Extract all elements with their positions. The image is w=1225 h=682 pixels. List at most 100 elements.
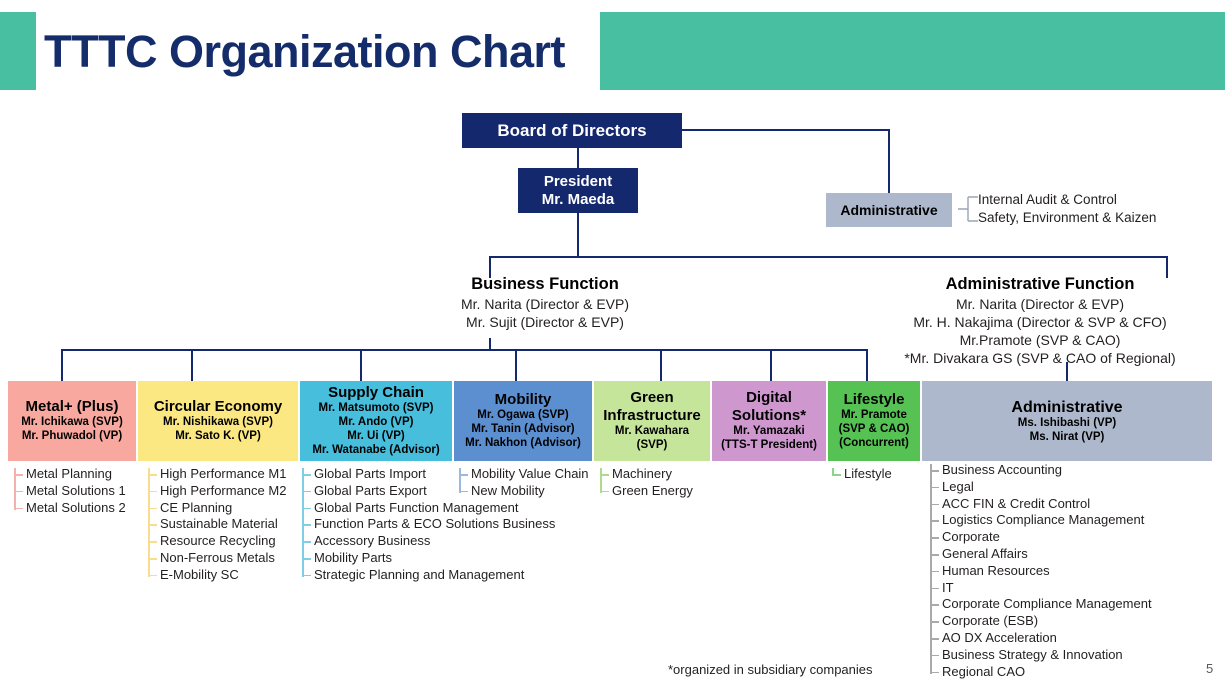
page-title: TTTC Organization Chart [44, 26, 566, 77]
list-item[interactable]: Metal Solutions 2 [14, 500, 126, 517]
list-item[interactable]: Resource Recycling [148, 533, 286, 550]
box-board-of-directors[interactable]: Board of Directors [462, 113, 682, 148]
list-item: Internal Audit & Control [978, 192, 1117, 207]
list-item[interactable]: Global Parts Export [302, 483, 555, 500]
list-item[interactable]: Mobility Parts [302, 550, 555, 567]
department-person: Mr. Nakhon (Advisor) [465, 436, 581, 449]
administrative-staff-sublist: Internal Audit & Control Safety, Environ… [978, 191, 1156, 227]
connector-admin-function-drop [1166, 256, 1168, 278]
list-item[interactable]: Machinery [600, 466, 693, 483]
administrative-function-person: *Mr. Divakara GS (SVP & CAO of Regional) [904, 349, 1176, 366]
list-item[interactable]: Metal Solutions 1 [14, 483, 126, 500]
department-name: Mobility [494, 391, 552, 409]
connector-board-to-admin [682, 129, 890, 131]
bus-drop-3 [360, 349, 362, 381]
list-item[interactable]: Metal Planning [14, 466, 126, 483]
bus-drop-1 [61, 349, 63, 381]
department-bus-bar [61, 349, 866, 351]
sublist-spine [930, 464, 932, 674]
business-function-person: Mr. Narita (Director & EVP) [460, 296, 630, 313]
list-item[interactable]: Corporate Compliance Management [930, 596, 1152, 613]
department-name: Lifestyle [843, 391, 905, 409]
list-item[interactable]: Green Energy [600, 483, 693, 500]
department-box-digital-solutions[interactable]: Digital Solutions*Mr. Yamazaki(TTS-T Pre… [712, 381, 826, 461]
sublist-spine [832, 468, 834, 476]
header-band-right [600, 12, 1225, 90]
department-person: (SVP & CAO) [838, 423, 910, 436]
administrative-function-person: Mr. Narita (Director & EVP) [955, 296, 1125, 313]
administrative-function-person: Mr.Pramote (SVP & CAO) [959, 331, 1121, 348]
department-box-metal-plus[interactable]: Metal+ (Plus)Mr. Ichikawa (SVP)Mr. Phuwa… [8, 381, 136, 461]
business-function-heading: Business Function Mr. Narita (Director &… [350, 274, 740, 332]
connector-admin-drop [888, 129, 890, 193]
connector-business-function-drop [489, 256, 491, 278]
sublist-spine [14, 468, 16, 510]
list-item[interactable]: AO DX Acceleration [930, 630, 1152, 647]
department-person: Mr. Sato K. (VP) [175, 430, 261, 442]
president-title: President [543, 173, 613, 191]
bus-drop-2 [191, 349, 193, 381]
list-item[interactable]: IT [930, 580, 1152, 597]
department-person: Mr. Nishikawa (SVP) [163, 416, 273, 429]
sublist-spine [302, 468, 304, 577]
department-name: Digital Solutions* [731, 389, 807, 425]
list-item[interactable]: CE Planning [148, 500, 286, 517]
list-item[interactable]: Global Parts Function Management [302, 500, 555, 517]
department-sublist: Lifestyle [832, 466, 892, 483]
list-item[interactable]: Corporate (ESB) [930, 613, 1152, 630]
list-item[interactable]: General Affairs [930, 546, 1152, 563]
bus-drop-6 [770, 349, 772, 381]
bus-drop-7 [866, 349, 868, 381]
list-item[interactable]: Non-Ferrous Metals [148, 550, 286, 567]
list-item[interactable]: High Performance M2 [148, 483, 286, 500]
connector-function-split-bar [489, 256, 1168, 258]
list-item[interactable]: High Performance M1 [148, 466, 286, 483]
department-person: Mr. Ichikawa (SVP) [21, 416, 123, 429]
department-person: Mr. Ando (VP) [338, 416, 414, 429]
department-person: Mr. Tanin (Advisor) [471, 423, 575, 436]
connector-president-down [577, 213, 579, 257]
list-item[interactable]: E-Mobility SC [148, 567, 286, 584]
list-item[interactable]: Legal [930, 479, 1152, 496]
administrative-function-person: Mr. H. Nakajima (Director & SVP & CFO) [913, 314, 1167, 331]
list-item[interactable]: Human Resources [930, 563, 1152, 580]
department-name: Metal+ (Plus) [25, 398, 119, 416]
bracket-icon [958, 196, 978, 222]
list-item[interactable]: Global Parts Import [302, 466, 555, 483]
list-item[interactable]: Business Strategy & Innovation [930, 647, 1152, 664]
department-person: Ms. Ishibashi (VP) [1017, 416, 1117, 429]
list-item[interactable]: Sustainable Material [148, 516, 286, 533]
list-item[interactable]: Strategic Planning and Management [302, 567, 555, 584]
list-item[interactable]: Logistics Compliance Management [930, 512, 1152, 529]
list-item[interactable]: Regional CAO [930, 664, 1152, 681]
list-item[interactable]: Corporate [930, 529, 1152, 546]
department-person: Mr. Ui (VP) [347, 430, 405, 442]
box-administrative-staff[interactable]: Administrative [826, 193, 952, 227]
department-person: Mr. Pramote [841, 409, 907, 422]
department-person: Ms. Nirat (VP) [1029, 430, 1105, 443]
list-item[interactable]: ACC FIN & Credit Control [930, 496, 1152, 513]
list-item[interactable]: Mobility Value Chain [459, 466, 589, 483]
list-item[interactable]: Lifestyle [832, 466, 892, 483]
header-band-left [0, 12, 36, 90]
sublist-spine [600, 468, 602, 493]
list-item[interactable]: New Mobility [459, 483, 589, 500]
box-president[interactable]: President Mr. Maeda [518, 168, 638, 213]
bus-drop-5 [660, 349, 662, 381]
department-name: Green Infrastructure [603, 389, 701, 425]
department-person: Mr. Matsumoto (SVP) [318, 402, 434, 415]
list-item[interactable]: Business Accounting [930, 462, 1152, 479]
list-item[interactable]: Function Parts & ECO Solutions Business [302, 516, 555, 533]
department-person: Mr. Watanabe (Advisor) [312, 443, 440, 456]
list-item[interactable]: Accessory Business [302, 533, 555, 550]
